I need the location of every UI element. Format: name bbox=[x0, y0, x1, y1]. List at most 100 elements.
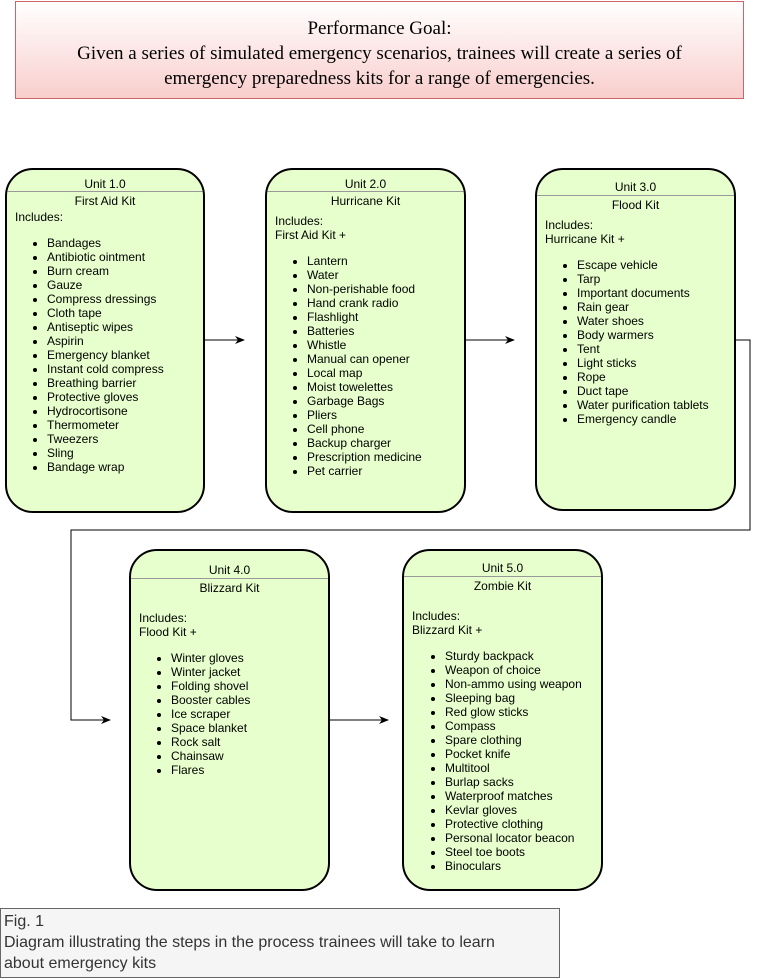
list-item: Pliers bbox=[307, 408, 464, 422]
kit-name: Blizzard Kit bbox=[199, 581, 260, 595]
list-item: Ice scraper bbox=[171, 707, 328, 721]
unit-title: Unit 2.0 bbox=[267, 170, 464, 192]
list-item: Prescription medicine bbox=[307, 450, 464, 464]
list-item: Multitool bbox=[445, 761, 601, 775]
list-item: Water purification tablets bbox=[577, 398, 734, 412]
item-list: Escape vehicle Tarp Important documents … bbox=[537, 258, 734, 426]
list-item: Tweezers bbox=[47, 432, 203, 446]
list-item: Space blanket bbox=[171, 721, 328, 735]
item-list: Lantern Water Non-perishable food Hand c… bbox=[267, 254, 464, 478]
list-item: Water shoes bbox=[577, 314, 734, 328]
list-item: Backup charger bbox=[307, 436, 464, 450]
figure-caption: Fig. 1 Diagram illustrating the steps in… bbox=[0, 908, 560, 978]
list-item: Sling bbox=[47, 446, 203, 460]
includes-label: Includes: bbox=[412, 609, 461, 623]
list-item: Tarp bbox=[577, 272, 734, 286]
unit-title: Unit 3.0 bbox=[537, 170, 734, 196]
performance-goal-box: Performance Goal: Given a series of simu… bbox=[15, 1, 744, 99]
includes-label: Includes: bbox=[15, 210, 64, 224]
caption-label: Fig. 1 bbox=[4, 913, 45, 930]
includes-label: Includes: bbox=[545, 218, 594, 232]
goal-heading: Performance Goal: bbox=[307, 18, 452, 39]
list-item: Personal locator beacon bbox=[445, 831, 601, 845]
item-list: Bandages Antibiotic ointment Burn cream … bbox=[7, 236, 203, 474]
list-item: Thermometer bbox=[47, 418, 203, 432]
list-item: Protective clothing bbox=[445, 817, 601, 831]
list-item: Garbage Bags bbox=[307, 394, 464, 408]
list-item: Protective gloves bbox=[47, 390, 203, 404]
list-item: Escape vehicle bbox=[577, 258, 734, 272]
base-kit-label: Flood Kit + bbox=[139, 625, 197, 639]
list-item: Antibiotic ointment bbox=[47, 250, 203, 264]
list-item: Antiseptic wipes bbox=[47, 320, 203, 334]
list-item: Gauze bbox=[47, 278, 203, 292]
unit-title: Unit 4.0 bbox=[131, 551, 328, 579]
list-item: Rope bbox=[577, 370, 734, 384]
list-item: Emergency blanket bbox=[47, 348, 203, 362]
list-item: Pocket knife bbox=[445, 747, 601, 761]
goal-text-line-1: Given a series of simulated emergency sc… bbox=[77, 43, 682, 64]
list-item: Moist towelettes bbox=[307, 380, 464, 394]
list-item: Sturdy backpack bbox=[445, 649, 601, 663]
unit-1-box: Unit 1.0 First Aid Kit Includes: Bandage… bbox=[5, 168, 205, 513]
list-item: Flashlight bbox=[307, 310, 464, 324]
caption-text-line-2: about emergency kits bbox=[4, 955, 157, 972]
base-kit-label: Hurricane Kit + bbox=[545, 232, 625, 246]
base-kit-label: First Aid Kit + bbox=[275, 228, 347, 242]
list-item: Bandage wrap bbox=[47, 460, 203, 474]
list-item: Instant cold compress bbox=[47, 362, 203, 376]
list-item: Booster cables bbox=[171, 693, 328, 707]
list-item: Body warmers bbox=[577, 328, 734, 342]
list-item: Non-perishable food bbox=[307, 282, 464, 296]
list-item: Flares bbox=[171, 763, 328, 777]
list-item: Waterproof matches bbox=[445, 789, 601, 803]
list-item: Tent bbox=[577, 342, 734, 356]
item-list: Sturdy backpack Weapon of choice Non-amm… bbox=[404, 649, 601, 873]
list-item: Cell phone bbox=[307, 422, 464, 436]
kit-name: First Aid Kit bbox=[74, 194, 136, 208]
list-item: Folding shovel bbox=[171, 679, 328, 693]
list-item: Rain gear bbox=[577, 300, 734, 314]
list-item: Sleeping bag bbox=[445, 691, 601, 705]
arrow-unit3-to-unit4 bbox=[70, 339, 751, 724]
list-item: Winter gloves bbox=[171, 651, 328, 665]
list-item: Duct tape bbox=[577, 384, 734, 398]
unit-title: Unit 1.0 bbox=[7, 170, 203, 192]
list-item: Hand crank radio bbox=[307, 296, 464, 310]
unit-2-box: Unit 2.0 Hurricane Kit Includes: First A… bbox=[265, 168, 466, 513]
kit-name: Flood Kit bbox=[611, 198, 660, 212]
list-item: Emergency candle bbox=[577, 412, 734, 426]
list-item: Breathing barrier bbox=[47, 376, 203, 390]
goal-text-line-2: emergency preparedness kits for a range … bbox=[164, 68, 595, 89]
caption-text-line-1: Diagram illustrating the steps in the pr… bbox=[4, 934, 495, 951]
list-item: Important documents bbox=[577, 286, 734, 300]
list-item: Pet carrier bbox=[307, 464, 464, 478]
kit-name: Hurricane Kit bbox=[330, 194, 401, 208]
list-item: Burn cream bbox=[47, 264, 203, 278]
list-item: Manual can opener bbox=[307, 352, 464, 366]
list-item: Light sticks bbox=[577, 356, 734, 370]
list-item: Kevlar gloves bbox=[445, 803, 601, 817]
list-item: Binoculars bbox=[445, 859, 601, 873]
item-list: Winter gloves Winter jacket Folding shov… bbox=[131, 651, 328, 777]
list-item: Batteries bbox=[307, 324, 464, 338]
list-item: Rock salt bbox=[171, 735, 328, 749]
list-item: Whistle bbox=[307, 338, 464, 352]
list-item: Lantern bbox=[307, 254, 464, 268]
list-item: Aspirin bbox=[47, 334, 203, 348]
list-item: Local map bbox=[307, 366, 464, 380]
unit-5-box: Unit 5.0 Zombie Kit Includes: Blizzard K… bbox=[402, 549, 603, 891]
list-item: Burlap sacks bbox=[445, 775, 601, 789]
list-item: Water bbox=[307, 268, 464, 282]
list-item: Red glow sticks bbox=[445, 705, 601, 719]
list-item: Steel toe boots bbox=[445, 845, 601, 859]
list-item: Compass bbox=[445, 719, 601, 733]
list-item: Spare clothing bbox=[445, 733, 601, 747]
unit-title: Unit 5.0 bbox=[404, 551, 601, 577]
list-item: Hydrocortisone bbox=[47, 404, 203, 418]
list-item: Non-ammo using weapon bbox=[445, 677, 601, 691]
list-item: Winter jacket bbox=[171, 665, 328, 679]
list-item: Weapon of choice bbox=[445, 663, 601, 677]
unit-3-box: Unit 3.0 Flood Kit Includes: Hurricane K… bbox=[535, 168, 736, 511]
